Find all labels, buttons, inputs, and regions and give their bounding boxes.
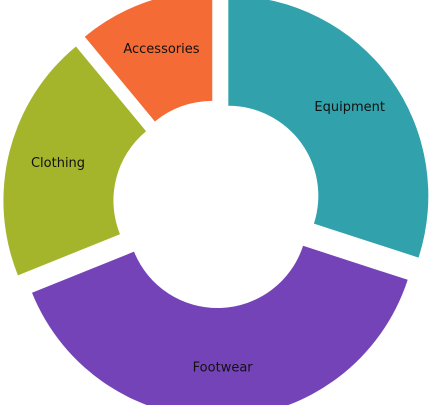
- slice-clothing: [3, 46, 147, 276]
- slice-footwear: [31, 245, 408, 405]
- slice-label-equipment: Equipment: [314, 100, 385, 115]
- slice-label-footwear: Footwear: [193, 360, 254, 375]
- slice-equipment: [228, 0, 429, 258]
- slice-accessories: [84, 0, 213, 122]
- slice-label-accessories: Accessories: [123, 42, 199, 57]
- slice-label-clothing: Clothing: [31, 156, 85, 171]
